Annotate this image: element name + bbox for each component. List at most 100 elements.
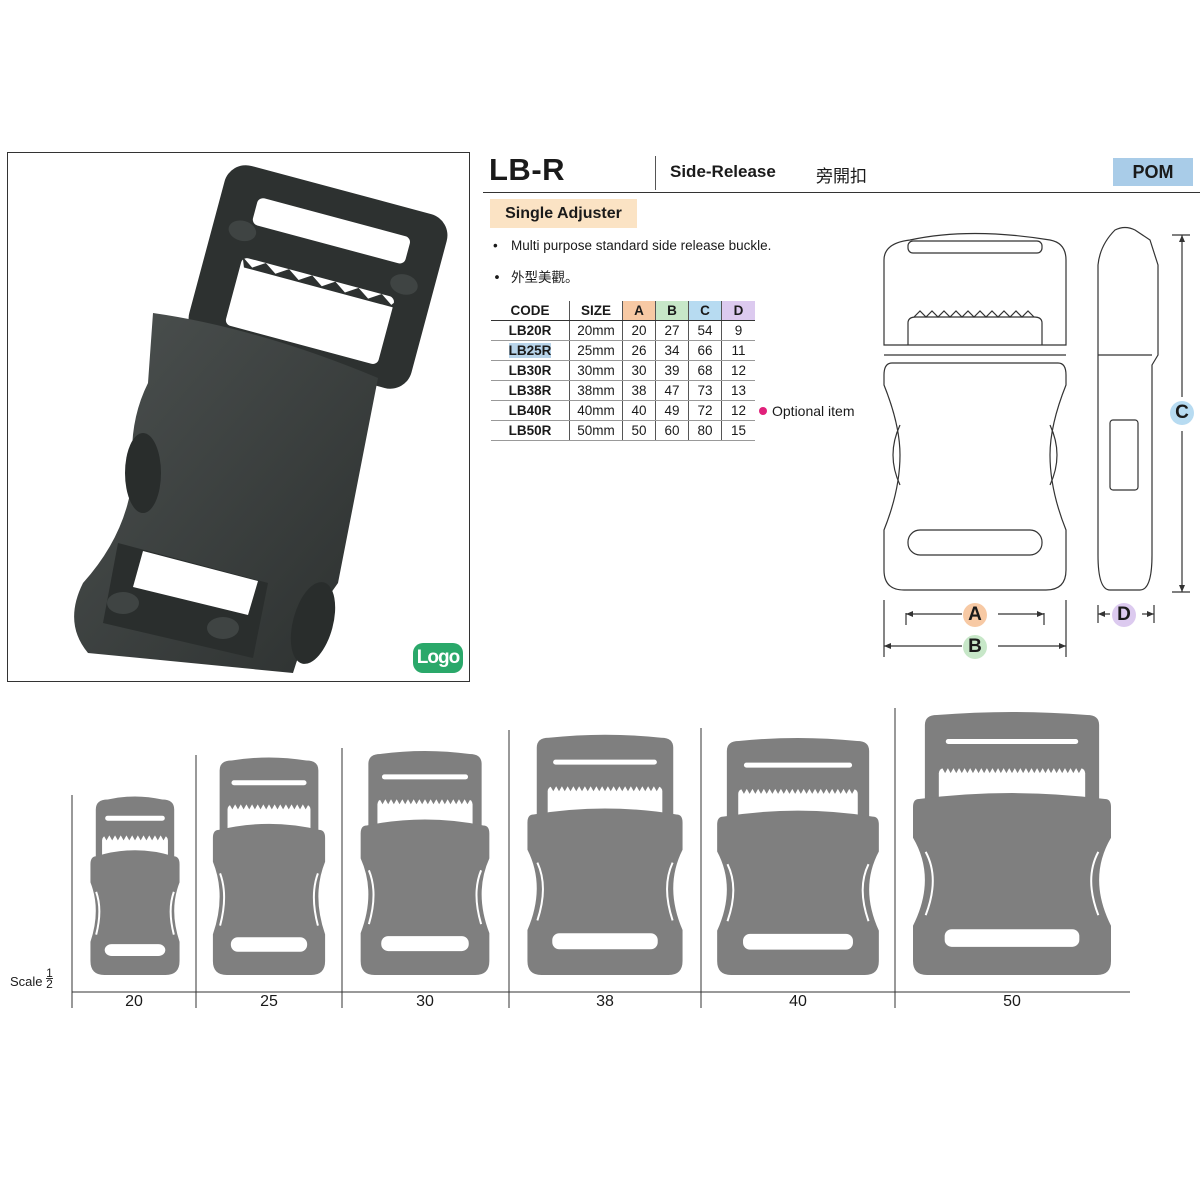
scale-buckle-30 (360, 750, 490, 975)
cell-b: 27 (655, 320, 689, 341)
scale-buckle-teeth (942, 767, 1082, 774)
cell-b: 47 (655, 380, 689, 401)
drawing-body-outline (883, 362, 1067, 591)
header-c: C (688, 301, 722, 321)
cell-code: LB40R (491, 400, 570, 421)
optional-item-note: Optional item (759, 403, 854, 419)
scale-buckle-release-left (219, 873, 226, 926)
cell-d: 15 (721, 420, 755, 441)
scale-word: Scale (10, 974, 43, 989)
scale-size-38: 38 (596, 993, 614, 1010)
scale-buckle-slot (105, 815, 165, 821)
scale-buckle-bottom-slot (743, 933, 853, 950)
scale-buckle-bottom-slot (230, 937, 308, 952)
buckle-photo-image (74, 165, 448, 673)
cell-a: 38 (622, 380, 656, 401)
cell-d: 12 (721, 400, 755, 421)
scale-buckle-teeth (550, 785, 660, 792)
cell-b: 39 (655, 360, 689, 381)
scale-buckle-slot (553, 759, 657, 765)
cell-c: 73 (688, 380, 722, 401)
scale-buckle-20 (90, 796, 180, 975)
table-row: LB40R 40mm 40 49 72 12 (491, 400, 755, 421)
cell-b: 49 (655, 400, 689, 421)
scale-buckle-50 (913, 711, 1111, 975)
cell-size: 40mm (569, 400, 623, 421)
scale-buckle-slot (945, 738, 1079, 744)
scale-buckle-slot (231, 780, 307, 786)
table-row: LB30R 30mm 30 39 68 12 (491, 360, 755, 381)
cell-code: LB20R (491, 320, 570, 341)
cell-a: 26 (622, 340, 656, 361)
header-d: D (721, 301, 755, 321)
scale-buckle-release-right (1090, 851, 1100, 916)
cell-size: 30mm (569, 360, 623, 381)
header-a: A (622, 301, 656, 321)
scale-buckle-25 (212, 757, 326, 975)
material-badge: POM (1113, 158, 1193, 186)
scale-buckle-bottom-slot (944, 929, 1080, 947)
type-chinese: 旁開扣 (816, 167, 867, 187)
scale-buckle-bottom-slot (104, 944, 166, 956)
scale-denominator: 2 (46, 977, 53, 991)
scale-size-30: 30 (416, 993, 434, 1010)
scale-buckle-release-right (312, 873, 319, 926)
cell-code: LB25R (491, 340, 570, 361)
cell-size: 38mm (569, 380, 623, 401)
header-divider (655, 156, 656, 190)
scale-buckle-bottom-slot (552, 933, 658, 950)
drawing-adjuster-outline (883, 232, 1067, 346)
header-size: SIZE (569, 301, 623, 321)
scale-buckle-body (212, 823, 326, 975)
feature-bullet-english: Multi purpose standard side release buck… (490, 238, 771, 253)
scale-buckle-slot (381, 774, 469, 780)
dimension-b-label: B (963, 635, 987, 659)
scale-buckle-teeth (103, 834, 167, 841)
scale-buckle-release-right (666, 862, 674, 921)
dimension-d-label: D (1112, 603, 1136, 627)
scale-buckle-release-right (169, 891, 175, 935)
optional-dot-icon (759, 407, 767, 415)
header-b: B (655, 301, 689, 321)
feature-bullet-chinese: 外型美觀。 (490, 266, 579, 286)
table-row: LB25R 25mm 26 34 66 11 (491, 340, 755, 361)
cell-d: 9 (721, 320, 755, 341)
technical-drawing (883, 226, 1190, 657)
cell-d: 13 (721, 380, 755, 401)
cell-size: 20mm (569, 320, 623, 341)
cell-c: 54 (688, 320, 722, 341)
scale-buckle-teeth (379, 798, 471, 805)
scale-buckle-release-right (475, 869, 483, 925)
product-photo: Logo (7, 152, 470, 682)
table-row: LB50R 50mm 50 60 80 15 (491, 420, 755, 441)
cell-code: LB50R (491, 420, 570, 441)
spec-table: CODE SIZE A B C D LB20R 20mm 20 27 54 9 … (491, 301, 755, 441)
cell-code: LB30R (491, 360, 570, 381)
dimension-a-label: A (963, 603, 987, 627)
cell-c: 80 (688, 420, 722, 441)
drawing-side-outline (1097, 226, 1159, 591)
scale-size-20: 20 (125, 993, 143, 1010)
spec-table-header-row: CODE SIZE A B C D (491, 301, 755, 321)
header-underline (483, 192, 1200, 193)
scale-buckle-release-left (536, 862, 544, 921)
cell-c: 72 (688, 400, 722, 421)
model-title: LB-R (489, 152, 566, 187)
scale-buckle-body (913, 793, 1111, 975)
scale-buckle-release-left (924, 851, 934, 916)
scale-buckle-release-left (726, 863, 735, 922)
optional-item-label: Optional item (772, 403, 855, 419)
dimension-c-label: C (1170, 401, 1194, 425)
cell-size: 50mm (569, 420, 623, 441)
scale-buckle-teeth (741, 787, 855, 794)
scale-buckle-38 (527, 734, 683, 975)
scale-buckle-release-left (367, 869, 375, 925)
adjuster-badge: Single Adjuster (490, 199, 637, 228)
scale-buckle-bottom-slot (381, 936, 469, 952)
cell-a: 40 (622, 400, 656, 421)
cell-a: 30 (622, 360, 656, 381)
scale-size-50: 50 (1003, 993, 1021, 1010)
cell-a: 20 (622, 320, 656, 341)
